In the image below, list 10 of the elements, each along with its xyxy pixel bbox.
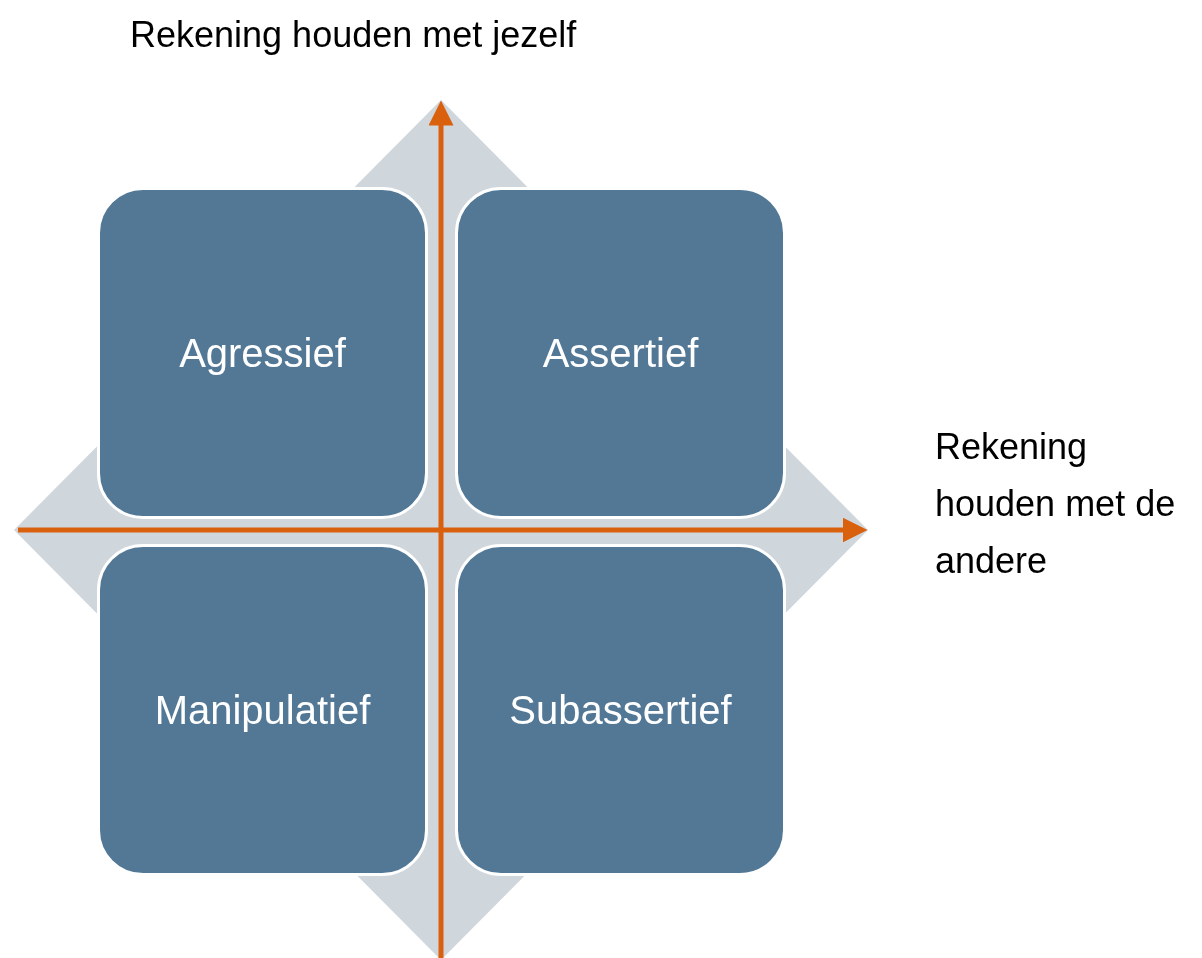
quadrant-label: Manipulatief xyxy=(154,687,371,733)
quadrant-label: Assertief xyxy=(542,330,699,376)
vertical-axis-label: Rekening houden met jezelf xyxy=(130,13,578,57)
quadrant-label: Agressief xyxy=(179,330,346,376)
quadrant-box xyxy=(455,544,786,876)
quadrant-box xyxy=(97,187,428,519)
quadrant-label: Subassertief xyxy=(509,687,732,733)
quadrant-box xyxy=(97,544,428,876)
horizontal-axis-label: Rekening houden met de andere xyxy=(935,425,1177,583)
quadrant-box xyxy=(455,187,786,519)
